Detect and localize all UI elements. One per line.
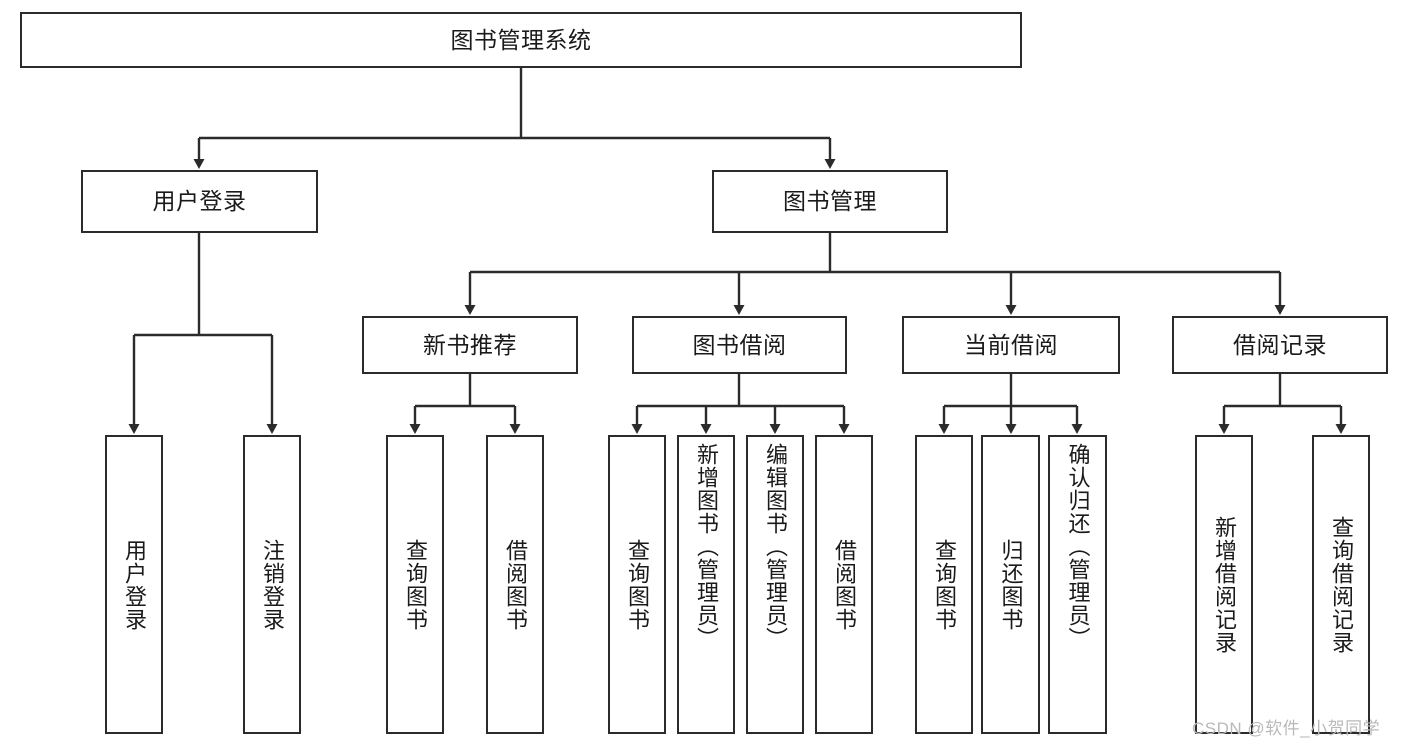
node-borrow-record[interactable]: 借阅记录 (1172, 316, 1388, 374)
node-leaf-query-record-label: 查询借阅记录 (1329, 515, 1354, 654)
node-user-login[interactable]: 用户登录 (81, 170, 318, 233)
node-leaf-return-book-label: 归还图书 (998, 538, 1024, 631)
node-leaf-borrow-book[interactable]: 借阅图书 (815, 435, 873, 734)
watermark: CSDN @软件_小贺同学 (1192, 719, 1381, 738)
node-leaf-user-logout[interactable]: 注销登录 (243, 435, 301, 734)
node-new-book-rec[interactable]: 新书推荐 (362, 316, 578, 374)
node-leaf-query-book-rec-label: 查询图书 (403, 538, 428, 631)
node-book-manage-label: 图书管理 (783, 188, 877, 215)
node-leaf-query-book-cur[interactable]: 查询图书 (915, 435, 973, 734)
node-leaf-borrow-book-rec[interactable]: 借阅图书 (486, 435, 544, 734)
node-leaf-confirm-return[interactable]: 确认归还（管理员） (1048, 435, 1107, 734)
node-leaf-query-book-cur-label: 查询图书 (932, 538, 957, 631)
node-leaf-edit-book[interactable]: 编辑图书（管理员） (746, 435, 804, 734)
node-leaf-confirm-return-label: 确认归还（管理员） (1065, 443, 1091, 650)
node-current-borrow[interactable]: 当前借阅 (902, 316, 1120, 374)
node-leaf-borrow-book-label: 借阅图书 (832, 538, 857, 631)
node-root-label: 图书管理系统 (450, 26, 592, 53)
node-root[interactable]: 图书管理系统 (20, 12, 1022, 68)
node-leaf-query-book-rec[interactable]: 查询图书 (386, 435, 444, 734)
node-leaf-query-book[interactable]: 查询图书 (608, 435, 666, 734)
node-borrow-record-label: 借阅记录 (1233, 331, 1327, 358)
node-current-borrow-label: 当前借阅 (964, 331, 1058, 358)
node-leaf-query-book-label: 查询图书 (625, 538, 650, 631)
node-leaf-return-book[interactable]: 归还图书 (981, 435, 1040, 734)
node-leaf-add-record-label: 新增借阅记录 (1212, 515, 1237, 654)
node-leaf-add-record[interactable]: 新增借阅记录 (1195, 435, 1253, 734)
node-new-book-rec-label: 新书推荐 (423, 331, 517, 358)
node-book-manage[interactable]: 图书管理 (712, 170, 948, 233)
node-leaf-edit-book-label: 编辑图书（管理员） (763, 443, 788, 650)
node-leaf-add-book[interactable]: 新增图书（管理员） (677, 435, 735, 734)
node-book-borrow-label: 图书借阅 (692, 331, 787, 358)
node-leaf-user-logout-label: 注销登录 (260, 538, 285, 631)
node-leaf-user-login[interactable]: 用户登录 (105, 435, 163, 734)
node-leaf-add-book-label: 新增图书（管理员） (694, 443, 719, 650)
node-leaf-query-record[interactable]: 查询借阅记录 (1312, 435, 1370, 734)
node-leaf-borrow-book-rec-label: 借阅图书 (503, 538, 528, 631)
node-leaf-user-login-label: 用户登录 (122, 538, 147, 631)
node-book-borrow[interactable]: 图书借阅 (632, 316, 847, 374)
node-user-login-label: 用户登录 (152, 188, 247, 215)
